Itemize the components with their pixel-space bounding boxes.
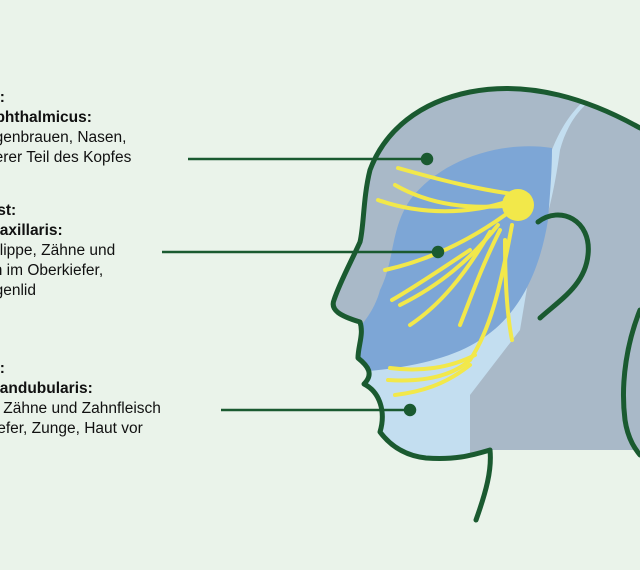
trigeminal-nerve [376,166,522,397]
leader-dot-2 [431,245,445,259]
nerve-zones [333,88,640,459]
label-branch-1: st: ophthalmicus: ugenbrauen, Nasen, der… [0,88,131,168]
nerve-maxillary-branch-4 [458,228,502,327]
label-3-line-2: kiefer, Zunge, Haut vor [0,420,143,437]
label-1-line-1: ugenbrauen, Nasen, [0,129,127,146]
nerve-maxillary-branch-1 [383,213,507,272]
nerve-mandibular-trunk [386,223,514,383]
nerve-maxillary-branch-5 [390,248,472,302]
nerve-ophthalmic-branch-2 [376,198,514,214]
label-branch-3: st: mandubularis: e, Zähne und Zahnfleis… [0,359,161,439]
label-1-heading-1: st: [0,89,5,106]
head-outline [330,85,640,523]
label-2-heading-1: Ast: [0,202,17,219]
leader-lines [162,152,445,417]
label-3-heading-1: st: [0,360,5,377]
label-3-line-1: e, Zähne und Zahnfleisch [0,400,161,417]
nerve-mandibular-branch-3 [393,363,472,397]
leader-dot-3 [403,403,417,417]
label-branch-2: Ast: maxillaris: erlippe, Zähne und ch i… [0,201,115,301]
label-2-heading-2: maxillaris: [0,222,63,239]
label-3-heading-2: mandubularis: [0,380,93,397]
label-2-line-2: ch im Oberkiefer, [0,262,104,279]
label-1-heading-2: ophthalmicus: [0,109,92,126]
trigeminal-ganglion [502,189,534,221]
label-1-line-2: derer Teil des Kopfes [0,149,132,166]
label-2-line-1: erlippe, Zähne und [0,242,116,259]
nerve-mandibular-branch-1 [503,238,514,342]
neck-back-outline [621,307,640,458]
nerve-mandibular-branch-2 [388,353,477,372]
nerve-ophthalmic-branch-3 [396,166,522,197]
nerve-ophthalmic-branch-1 [393,183,517,209]
label-2-line-3: ugenlid [0,282,36,299]
leader-dot-1 [420,152,434,166]
ear-outline [535,212,591,321]
zone-mandibularis [333,88,610,459]
nerve-maxillary-branch-3 [408,230,492,327]
